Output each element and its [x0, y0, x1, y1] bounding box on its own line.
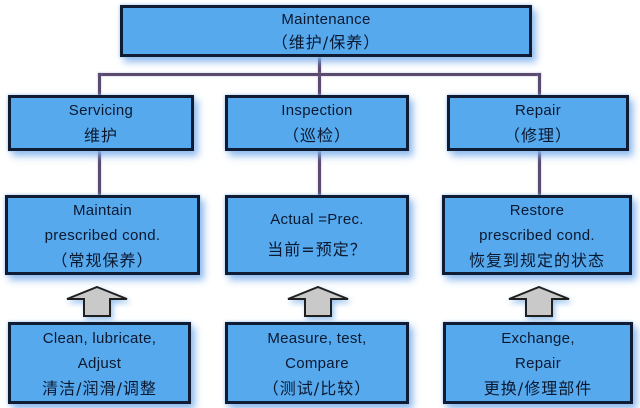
category-label-zh: （修理）	[503, 126, 572, 145]
root-box-maintenance: Maintenance （维护/保养）	[120, 5, 532, 57]
goal-line: Restore	[509, 201, 565, 219]
root-label-zh: （维护/保养）	[271, 33, 381, 52]
connector-root-vertical	[318, 57, 321, 95]
category-label-zh: 维护	[83, 126, 118, 145]
connector-inspection-goal	[318, 151, 321, 195]
goal-box-inspection: Actual =Prec. 当前=预定？	[225, 195, 409, 275]
root-label-en: Maintenance	[281, 11, 371, 28]
category-label-zh: （巡检）	[282, 126, 351, 145]
up-arrow-icon	[286, 286, 350, 318]
method-line: 更换/修理部件	[483, 378, 593, 398]
goal-box-servicing: Maintain prescribed cond. （常规保养）	[5, 195, 200, 275]
method-line: Measure, test,	[267, 329, 367, 347]
method-line: Compare	[285, 354, 349, 372]
category-box-inspection: Inspection （巡检）	[225, 95, 409, 151]
method-line: Adjust	[77, 354, 122, 372]
connector-drop-servicing	[98, 73, 101, 95]
goal-line: prescribed cond.	[44, 226, 161, 244]
method-line: Repair	[515, 354, 561, 372]
method-box-inspection: Measure, test, Compare （测试/比较）	[225, 322, 409, 404]
goal-line: （常规保养）	[51, 250, 154, 270]
goal-line: prescribed cond.	[479, 226, 595, 244]
goal-line: Actual =Prec.	[270, 211, 364, 228]
up-arrow-icon	[507, 286, 571, 318]
method-box-repair: Exchange, Repair 更换/修理部件	[443, 322, 633, 404]
connector-servicing-goal	[98, 151, 101, 195]
method-line: 清洁/润滑/调整	[42, 378, 157, 398]
method-line: Clean, lubricate,	[42, 329, 157, 347]
up-arrow-icon	[65, 286, 129, 318]
goal-line: 恢复到规定的状态	[468, 250, 605, 270]
goal-box-repair: Restore prescribed cond. 恢复到规定的状态	[442, 195, 632, 275]
category-box-repair: Repair （修理）	[447, 95, 629, 151]
category-box-servicing: Servicing 维护	[8, 95, 194, 151]
method-box-servicing: Clean, lubricate, Adjust 清洁/润滑/调整	[8, 322, 191, 404]
category-label-en: Inspection	[281, 102, 353, 119]
connector-horizontal-bar	[98, 73, 541, 76]
category-label-en: Servicing	[68, 102, 134, 119]
method-line: Exchange,	[501, 329, 575, 347]
connector-repair-goal	[538, 151, 541, 195]
method-line: （测试/比较）	[262, 378, 372, 398]
connector-drop-repair	[538, 73, 541, 95]
goal-line: Maintain	[72, 201, 133, 219]
category-label-en: Repair	[515, 102, 561, 119]
goal-line: 当前=预定？	[267, 240, 367, 259]
